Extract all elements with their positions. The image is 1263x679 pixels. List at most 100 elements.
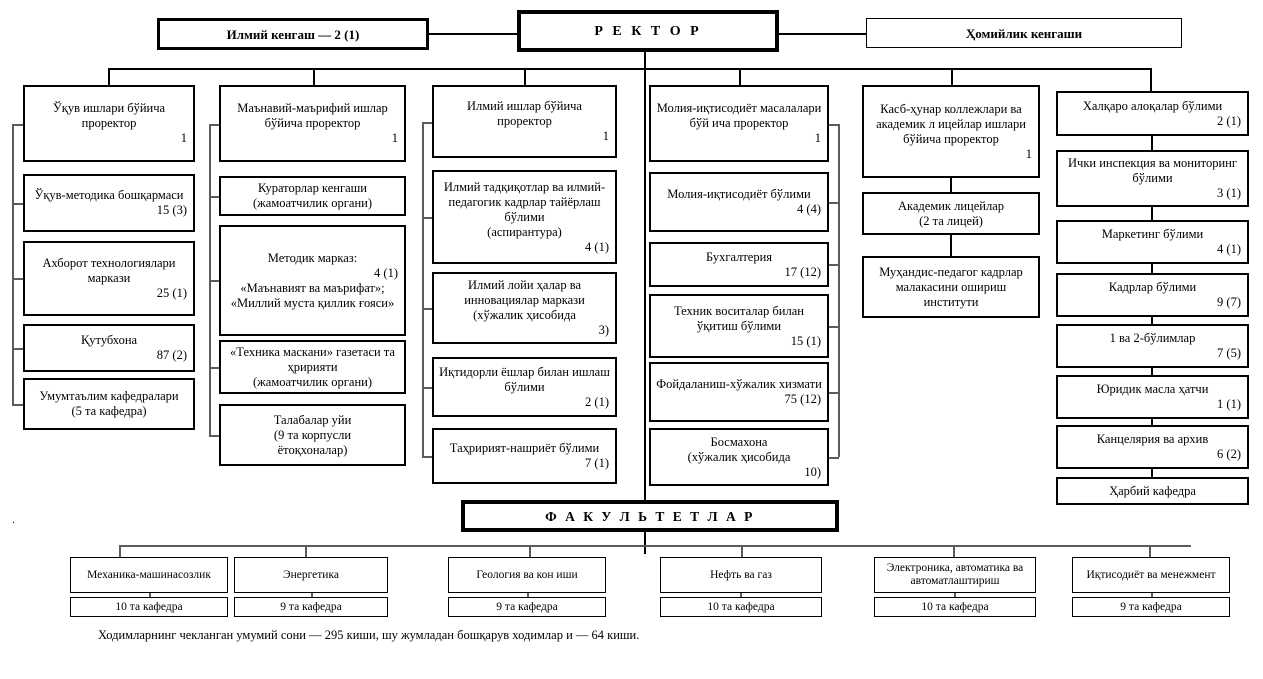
vice-rector-colleges-count: 1 xyxy=(1025,146,1032,161)
fac-drop-6 xyxy=(1149,545,1151,558)
right-6-title: Юридик масла ҳатчи xyxy=(1096,382,1209,396)
box-faculty-2[interactable]: Энергетика xyxy=(234,557,388,593)
faculties-bus xyxy=(119,545,1191,547)
link-faculties-down xyxy=(644,532,646,554)
spiritual-2-extra: «Маънавият ва маърифат»; «Миллий муста қ… xyxy=(230,280,395,310)
box-finance-2[interactable]: Бухгалтерия 17 (12) xyxy=(649,242,829,287)
box-faculty-5-depts[interactable]: 10 та кафедра xyxy=(874,597,1036,617)
box-academic-2[interactable]: Ахборот технологиялари маркази 25 (1) xyxy=(23,241,195,316)
box-faculty-4-depts[interactable]: 10 та кафедра xyxy=(660,597,822,617)
box-vice-rector-academic[interactable]: Ўқув ишлари бўйича проректор 1 xyxy=(23,85,195,162)
link-right-5-6 xyxy=(1151,368,1153,375)
vice-rector-science-title: Илмий ишлар бўйича проректор xyxy=(467,99,582,128)
link-rector-to-faculties xyxy=(644,68,646,502)
box-vice-rector-finance[interactable]: Молия-иқтисодиёт масалалари бўй ича прор… xyxy=(649,85,829,162)
box-academic-3[interactable]: Қутубхона 87 (2) xyxy=(23,324,195,372)
box-vice-rector-science[interactable]: Илмий ишлар бўйича проректор 1 xyxy=(432,85,617,158)
box-finance-3[interactable]: Техник воситалар билан ўқитиш бўлими 15 … xyxy=(649,294,829,358)
box-finance-1[interactable]: Молия-иқтисодиёт бўлими 4 (4) xyxy=(649,172,829,232)
box-faculty-5[interactable]: Электроника, автоматика ва автоматлаштир… xyxy=(874,557,1036,593)
link-colleges-1-to-2 xyxy=(950,235,952,256)
box-faculties-header[interactable]: Ф А К У Л Ь Т Е Т Л А Р xyxy=(461,500,839,532)
box-faculty-3[interactable]: Геология ва кон иши xyxy=(448,557,606,593)
academic-1-count: 15 (3) xyxy=(156,203,187,217)
box-right-1[interactable]: Халқаро алоқалар бўлими 2 (1) xyxy=(1056,91,1249,136)
spiritual-4-title: Талабалар уйи (9 та корпусли ётоқхоналар… xyxy=(273,412,352,457)
spiritual-1-title: Кураторлар кенгаши (жамоатчилик органи) xyxy=(252,181,372,210)
vice-rector-spiritual-title: Маънавий-маърифий ишлар бўйича проректор xyxy=(237,101,388,130)
finance-2-count: 17 (12) xyxy=(784,264,821,279)
box-right-4[interactable]: Кадрлар бўлими 9 (7) xyxy=(1056,273,1249,317)
box-faculty-6-depts[interactable]: 9 та кафедра xyxy=(1072,597,1230,617)
vice-rector-academic-count: 1 xyxy=(180,131,187,145)
stub-spiritual-1 xyxy=(209,196,221,198)
box-spiritual-3[interactable]: «Техника маскани» газетаси та ҳририяти (… xyxy=(219,340,406,394)
box-vice-rector-colleges[interactable]: Касб-ҳунар коллежлари ва академик л ицей… xyxy=(862,85,1040,178)
right-8-title: Ҳарбий кафедра xyxy=(1109,483,1196,498)
box-faculty-1-depts[interactable]: 10 та кафедра xyxy=(70,597,228,617)
link-right-1-2 xyxy=(1151,136,1153,150)
link-right-6-7 xyxy=(1151,419,1153,425)
box-faculty-1[interactable]: Механика-машинасозлик xyxy=(70,557,228,593)
stub-spiritual-3 xyxy=(209,367,221,369)
box-colleges-1[interactable]: Академик лицейлар (2 та лицей) xyxy=(862,192,1040,235)
vice-rector-spiritual-count: 1 xyxy=(391,131,398,145)
box-spiritual-1[interactable]: Кураторлар кенгаши (жамоатчилик органи) xyxy=(219,176,406,216)
link-right-7-8 xyxy=(1151,469,1153,477)
box-right-6[interactable]: Юридик масла ҳатчи 1 (1) xyxy=(1056,375,1249,419)
box-science-3[interactable]: Иқтидорли ёшлар билан ишлаш бўлими 2 (1) xyxy=(432,357,617,417)
stub-academic-1 xyxy=(12,203,25,205)
box-faculty-3-depts[interactable]: 9 та кафедра xyxy=(448,597,606,617)
stub-science-4 xyxy=(422,456,434,458)
box-vice-rector-spiritual[interactable]: Маънавий-маърифий ишлар бўйича проректор… xyxy=(219,85,406,162)
box-finance-4[interactable]: Фойдаланиш-хўжалик хизмати 75 (12) xyxy=(649,362,829,422)
box-faculty-2-depts[interactable]: 9 та кафедра xyxy=(234,597,388,617)
box-colleges-2[interactable]: Муҳандис-педагог кадрлар малакасини ошир… xyxy=(862,256,1040,318)
box-academic-4[interactable]: Умумтаълим кафедралари (5 та кафедра) xyxy=(23,378,195,430)
main-bus xyxy=(108,68,1151,70)
science-4-count: 7 (1) xyxy=(585,456,609,470)
science-3-title: Иқтидорли ёшлар билан ишлаш бўлими xyxy=(439,364,610,394)
science-2-title: Илмий лойи ҳалар ва инновациялар маркази… xyxy=(464,278,585,322)
faculty-3-departments: 9 та кафедра xyxy=(496,600,558,613)
box-academic-1[interactable]: Ўқув-методика бошқармаси 15 (3) xyxy=(23,174,195,232)
right-2-count: 3 (1) xyxy=(1217,186,1241,200)
faculty-4-departments: 10 та кафедра xyxy=(707,600,775,613)
box-science-1[interactable]: Илмий тадқиқотлар ва илмий-педагогик кад… xyxy=(432,170,617,264)
finance-1-count: 4 (4) xyxy=(797,202,821,216)
stub-academic-2 xyxy=(12,278,25,280)
right-4-count: 9 (7) xyxy=(1217,295,1241,309)
right-3-count: 4 (1) xyxy=(1217,242,1241,256)
academic-2-count: 25 (1) xyxy=(156,286,187,300)
box-right-8[interactable]: Ҳарбий кафедра xyxy=(1056,477,1249,505)
box-faculty-4[interactable]: Нефть ва газ xyxy=(660,557,822,593)
right-6-count: 1 (1) xyxy=(1217,397,1241,411)
stub-spiritual-2 xyxy=(209,280,221,282)
box-right-7[interactable]: Канцелярия ва архив 6 (2) xyxy=(1056,425,1249,469)
faculty-2-name: Энергетика xyxy=(283,568,339,581)
box-scientific-council[interactable]: Илмий кенгаш — 2 (1) xyxy=(157,18,429,50)
link-rector-to-scientific-council xyxy=(429,33,517,35)
box-spiritual-2[interactable]: Методик марказ: 4 (1) «Маънавият ва маър… xyxy=(219,225,406,336)
right-7-title: Канцелярия ва архив xyxy=(1096,432,1209,446)
box-right-2[interactable]: Ички инспекция ва мониторинг бўлими 3 (1… xyxy=(1056,150,1249,207)
box-science-4[interactable]: Таҳририят-нашриёт бўлими 7 (1) xyxy=(432,428,617,484)
colleges-1-title: Академик лицейлар (2 та лицей) xyxy=(897,198,1005,228)
box-spiritual-4[interactable]: Талабалар уйи (9 та корпусли ётоқхоналар… xyxy=(219,404,406,466)
fac-drop-1 xyxy=(119,545,121,558)
box-rector[interactable]: Р Е К Т О Р xyxy=(517,10,779,52)
box-finance-5[interactable]: Босмахона (хўжалик ҳисобида 10) xyxy=(649,428,829,486)
box-right-5[interactable]: 1 ва 2-бўлимлар 7 (5) xyxy=(1056,324,1249,368)
faculty-5-name: Электроника, автоматика ва автоматлаштир… xyxy=(886,562,1024,587)
spiritual-3-title: «Техника маскани» газетаси та ҳририяти (… xyxy=(230,344,395,389)
box-science-2[interactable]: Илмий лойи ҳалар ва инновациялар маркази… xyxy=(432,272,617,344)
right-4-title: Кадрлар бўлими xyxy=(1108,280,1197,294)
box-trustee-council[interactable]: Ҳомийлик кенгаши xyxy=(866,18,1182,48)
academic-4-title: Умумтаълим кафедралари (5 та кафедра) xyxy=(39,389,179,418)
science-2-count: 3) xyxy=(598,323,609,337)
box-right-3[interactable]: Маркетинг бўлими 4 (1) xyxy=(1056,220,1249,264)
box-faculty-6[interactable]: Иқтисодиёт ва менежмент xyxy=(1072,557,1230,593)
footnote-staff-count: Ходимларнинг чекланган умумий сони — 295… xyxy=(98,628,640,642)
academic-2-title: Ахборот технологиялари маркази xyxy=(42,256,176,285)
link-colleges-head-to-1 xyxy=(950,178,952,192)
